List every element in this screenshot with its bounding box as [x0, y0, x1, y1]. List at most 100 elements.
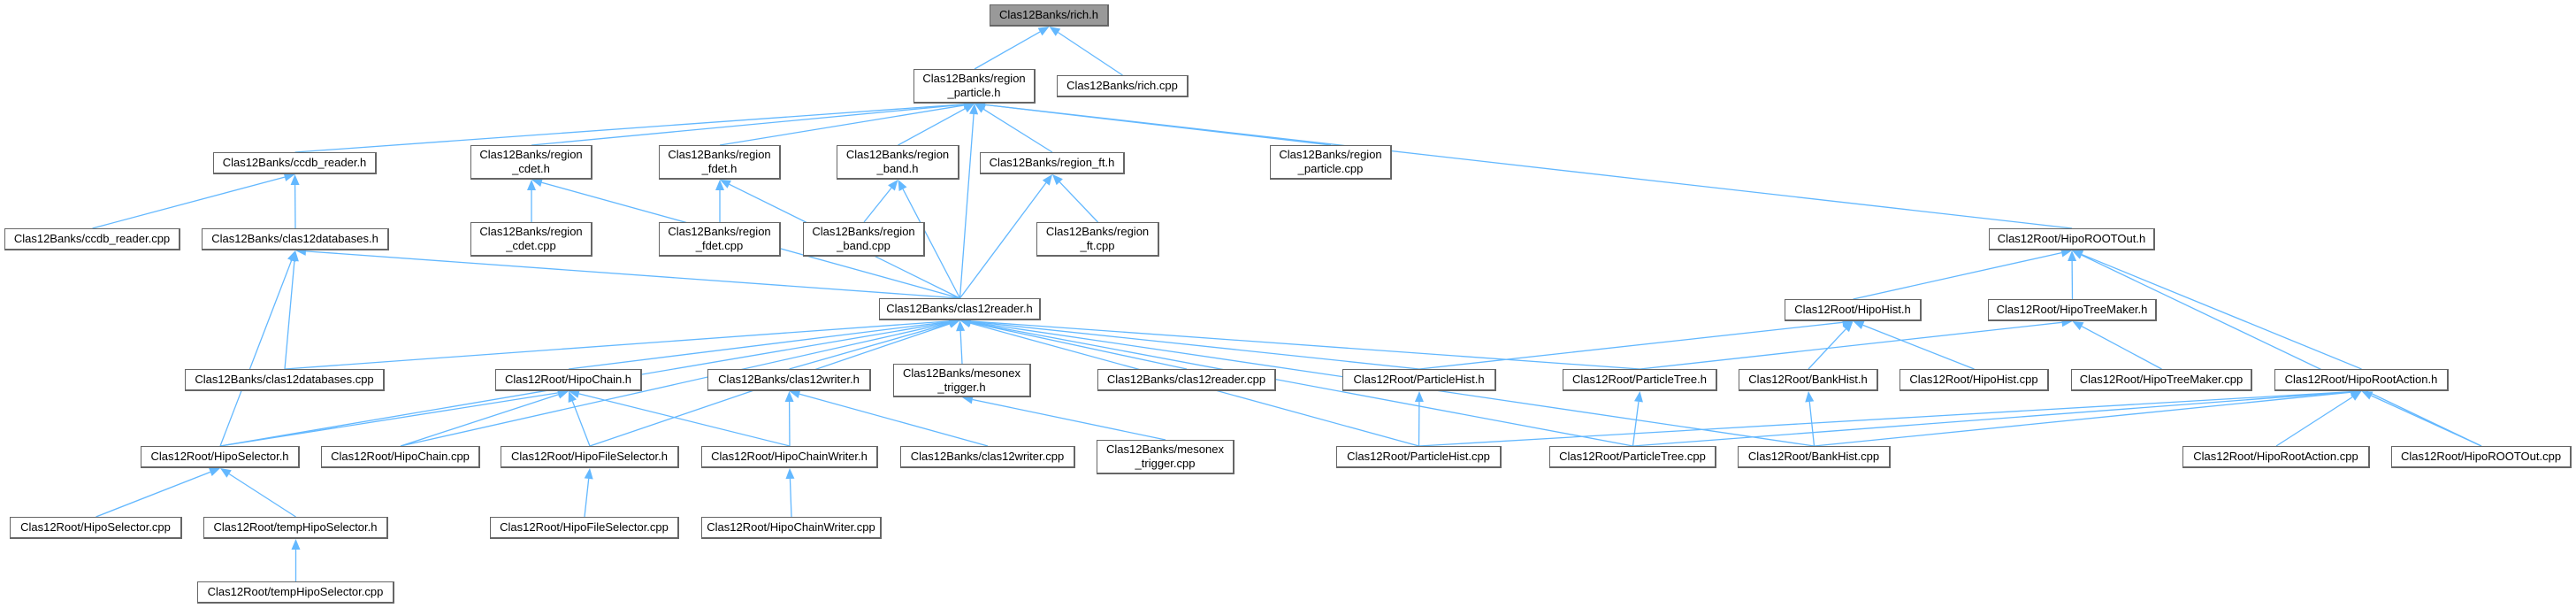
dependency-edge-clas12reader_h-to-region_particle_h [959, 113, 975, 299]
file-node-clas12writer_cpp[interactable]: Clas12Banks/clas12writer.cpp [900, 446, 1075, 468]
dependency-edge-ParticleTree_cpp-to-clas12reader_h [970, 321, 1633, 447]
dependency-edge-clas12reader_cpp-to-clas12reader_h [970, 321, 1188, 370]
file-node-region_cdet_cpp[interactable]: Clas12Banks/region _cdet.cpp [470, 222, 592, 257]
file-node-HipoRootAction_cpp[interactable]: Clas12Root/HipoRootAction.cpp [2182, 446, 2370, 468]
file-node-HipoHist_h[interactable]: Clas12Root/HipoHist.h [1785, 299, 1922, 321]
dependency-edge-HipoSelector_cpp-to-HipoSelector_h [96, 471, 211, 518]
arrowhead-icon [1052, 174, 1063, 186]
file-node-clas12writer_h[interactable]: Clas12Banks/clas12writer.h [707, 369, 871, 391]
dependency-edge-HipoChainWriter_h-to-HipoChain_h [578, 393, 791, 447]
dependency-edge-HipoFileSelector_cpp-to-HipoFileSelector_h [584, 478, 590, 518]
dependency-edge-ParticleHist_cpp-to-HipoRootAction_h [1418, 391, 2351, 447]
dependency-edge-region_ft_cpp-to-region_ft_h [1059, 181, 1098, 223]
arrowhead-icon [1842, 321, 1854, 333]
file-node-HipoFileSelector_cpp[interactable]: Clas12Root/HipoFileSelector.cpp [490, 517, 679, 539]
arrowhead-icon [2350, 391, 2362, 401]
file-node-HipoTreeMaker_cpp[interactable]: Clas12Root/HipoTreeMaker.cpp [2071, 369, 2252, 391]
dependency-edge-HipoSelector_h-to-HipoChain_h [219, 392, 559, 447]
file-node-HipoTreeMaker_h[interactable]: Clas12Root/HipoTreeMaker.h [1988, 299, 2157, 321]
file-node-ParticleHist_cpp[interactable]: Clas12Root/ParticleHist.cpp [1336, 446, 1502, 468]
file-node-region_band_h[interactable]: Clas12Banks/region _band.h [837, 145, 959, 180]
arrowhead-icon [1853, 320, 1865, 330]
dependency-edge-clas12reader_h-to-clas12databases_h [305, 250, 960, 299]
dependency-edge-HipoFileSelector_h-to-HipoChain_h [571, 400, 591, 447]
file-node-ccdb_reader_cpp[interactable]: Clas12Banks/ccdb_reader.cpp [4, 228, 180, 250]
file-node-ccdb_reader_h[interactable]: Clas12Banks/ccdb_reader.h [213, 152, 377, 174]
dependency-edge-region_band_cpp-to-region_band_h [863, 187, 892, 223]
file-node-region_ft_h[interactable]: Clas12Banks/region_ft.h [980, 152, 1125, 174]
dependency-edge-tempHipoSelector_h-to-HipoSelector_h [228, 473, 296, 518]
arrowhead-icon [956, 320, 966, 332]
arrowhead-icon [527, 180, 536, 190]
dependency-edge-clas12databases_cpp-to-clas12reader_h [284, 320, 950, 370]
file-node-HipoROOTOut_cpp[interactable]: Clas12Root/HipoROOTOut.cpp [2391, 446, 2572, 468]
file-node-clas12databases_h[interactable]: Clas12Banks/clas12databases.h [202, 228, 389, 250]
file-node-tempHipoSelector_h[interactable]: Clas12Root/tempHipoSelector.h [203, 517, 388, 539]
file-node-region_band_cpp[interactable]: Clas12Banks/region _band.cpp [803, 222, 925, 257]
file-node-ParticleTree_h[interactable]: Clas12Root/ParticleTree.h [1563, 369, 1717, 391]
file-node-clas12reader_cpp[interactable]: Clas12Banks/clas12reader.cpp [1097, 369, 1276, 391]
arrowhead-icon [789, 389, 801, 399]
file-node-HipoHist_cpp[interactable]: Clas12Root/HipoHist.cpp [1900, 369, 2049, 391]
dependency-edge-mesonex_trigger_cpp-to-mesonex_trigger_h [972, 398, 1166, 441]
dependency-edge-ParticleTree_h-to-HipoTreeMaker_h [1640, 321, 2062, 370]
arrowhead-icon [963, 104, 975, 113]
dependency-edge-region_fdet_h-to-region_particle_h [719, 104, 965, 146]
file-node-BankHist_cpp[interactable]: Clas12Root/BankHist.cpp [1738, 446, 1891, 468]
root-node-rich_h: Clas12Banks/rich.h [990, 4, 1109, 27]
dependency-edge-HipoSelector_h-to-clas12databases_h [219, 259, 293, 447]
file-node-BankHist_h[interactable]: Clas12Root/BankHist.h [1739, 369, 1878, 391]
file-node-HipoROOTOut_h[interactable]: Clas12Root/HipoROOTOut.h [1989, 228, 2155, 250]
file-node-HipoChain_cpp[interactable]: Clas12Root/HipoChain.cpp [321, 446, 480, 468]
arrowhead-icon [784, 391, 794, 403]
file-node-HipoChainWriter_cpp[interactable]: Clas12Root/HipoChainWriter.cpp [701, 517, 882, 539]
arrowhead-icon [1042, 174, 1052, 186]
file-node-rich_cpp[interactable]: Clas12Banks/rich.cpp [1057, 75, 1189, 97]
file-node-clas12databases_cpp[interactable]: Clas12Banks/clas12databases.cpp [185, 369, 385, 391]
dependency-edge-ParticleHist_h-to-HipoHist_h [1418, 321, 1843, 370]
arrowhead-icon [209, 467, 220, 477]
dependency-edge-ParticleHist_h-to-clas12reader_h [970, 320, 1420, 370]
file-node-ParticleTree_cpp[interactable]: Clas12Root/ParticleTree.cpp [1549, 446, 1716, 468]
file-node-HipoSelector_h[interactable]: Clas12Root/HipoSelector.h [141, 446, 300, 468]
dependency-edge-HipoChainWriter_cpp-to-HipoChainWriter_h [789, 478, 792, 518]
file-node-ParticleHist_h[interactable]: Clas12Root/ParticleHist.h [1342, 369, 1496, 391]
dependency-edge-region_particle_h-to-rich_h [974, 31, 1041, 70]
arrowhead-icon [948, 319, 960, 328]
file-node-HipoRootAction_h[interactable]: Clas12Root/HipoRootAction.h [2274, 369, 2449, 391]
file-node-mesonex_trigger_h[interactable]: Clas12Banks/mesonex _trigger.h [893, 364, 1031, 397]
file-node-HipoChain_h[interactable]: Clas12Root/HipoChain.h [495, 369, 642, 391]
arrowhead-icon [290, 174, 300, 186]
dependency-edge-region_ft_h-to-region_particle_h [982, 108, 1053, 153]
arrowhead-icon [283, 173, 295, 181]
arrowhead-icon [1414, 391, 1424, 403]
arrowhead-icon [531, 178, 543, 188]
arrowhead-icon [557, 389, 569, 399]
arrowhead-icon [2072, 250, 2083, 259]
arrowhead-icon [715, 180, 724, 190]
dependency-edge-HipoChain_h-to-clas12reader_h [568, 320, 950, 370]
file-node-region_cdet_h[interactable]: Clas12Banks/region _cdet.h [470, 145, 592, 180]
arrowhead-icon [220, 468, 232, 478]
arrowhead-icon [291, 539, 301, 550]
dependency-edge-BankHist_cpp-to-HipoRootAction_h [1814, 391, 2351, 447]
dependency-edge-HipoHist_cpp-to-HipoHist_h [1862, 324, 1975, 370]
dependency-edge-HipoHist_h-to-HipoROOTOut_h [1853, 251, 2062, 300]
dependency-edge-region_cdet_h-to-region_particle_h [531, 104, 965, 146]
file-node-region_fdet_h[interactable]: Clas12Banks/region _fdet.h [659, 145, 781, 180]
file-node-HipoChainWriter_h[interactable]: Clas12Root/HipoChainWriter.h [701, 446, 878, 468]
arrowhead-icon [1049, 27, 1061, 36]
dependency-edge-clas12reader_h-to-region_band_h [902, 189, 961, 299]
file-node-mesonex_trigger_cpp[interactable]: Clas12Banks/mesonex _trigger.cpp [1097, 440, 1234, 474]
file-node-region_particle_cpp[interactable]: Clas12Banks/region _particle.cpp [1270, 145, 1392, 180]
dependency-edge-rich_cpp-to-rich_h [1058, 32, 1123, 76]
file-node-region_ft_cpp[interactable]: Clas12Banks/region _ft.cpp [1036, 222, 1159, 257]
file-node-tempHipoSelector_cpp[interactable]: Clas12Root/tempHipoSelector.cpp [197, 581, 394, 604]
file-node-clas12reader_h[interactable]: Clas12Banks/clas12reader.h [879, 298, 1041, 320]
arrowhead-icon [287, 250, 296, 262]
file-node-HipoSelector_cpp[interactable]: Clas12Root/HipoSelector.cpp [10, 517, 182, 539]
file-node-region_fdet_cpp[interactable]: Clas12Banks/region _fdet.cpp [659, 222, 781, 257]
file-node-HipoFileSelector_h[interactable]: Clas12Root/HipoFileSelector.h [501, 446, 679, 468]
file-node-region_particle_h[interactable]: Clas12Banks/region _particle.h [913, 69, 1036, 104]
